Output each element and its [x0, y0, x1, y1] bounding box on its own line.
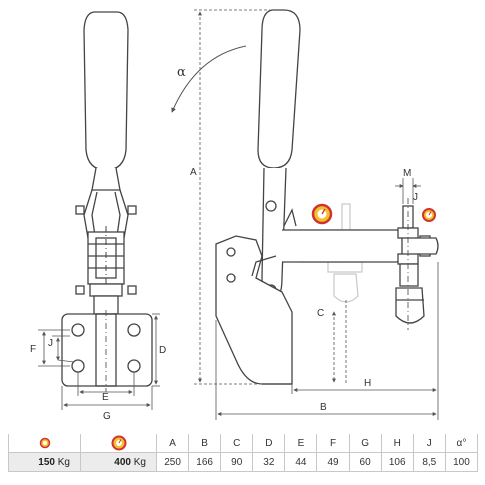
header-e: E [284, 434, 318, 453]
dim-label-e: E [102, 392, 109, 403]
dim-label-f: F [30, 344, 36, 355]
spec-values-row: 150 Kg 400 Kg 250 166 90 32 44 49 60 106… [8, 452, 479, 472]
value-j: 8,5 [412, 452, 446, 472]
gauge-large-icon [111, 435, 126, 451]
header-g: G [348, 434, 382, 453]
front-pin-lower [75, 285, 85, 295]
alpha-label: α [177, 65, 186, 80]
header-f: F [316, 434, 350, 453]
header-b: B [188, 434, 222, 453]
side-spindle-pad [395, 287, 425, 324]
value-a: 250 [155, 452, 190, 472]
value-force-large: 400 Kg [80, 452, 157, 472]
spec-header-row: A B C D E F G H J α° [8, 434, 479, 453]
front-collar [89, 283, 123, 297]
gauge-small-icon [422, 208, 436, 222]
value-force-small: 150 Kg [8, 452, 81, 472]
clamp-technical-drawing: G E D F J [30, 9, 439, 422]
header-h: H [380, 434, 414, 453]
side-pivot-upper [265, 200, 277, 212]
dim-label-j-top: J [413, 192, 418, 203]
value-g: 60 [348, 452, 382, 472]
dim-label-g: G [103, 411, 111, 422]
spec-table: A B C D E F G H J α° 150 Kg 400 Kg 250 1… [8, 434, 479, 472]
front-pin-upper [75, 205, 85, 215]
side-body-bracket [215, 235, 293, 385]
front-view [61, 11, 153, 392]
side-clamp-arm [282, 229, 403, 263]
dim-label-b: B [320, 402, 327, 413]
front-handle-grip [83, 11, 129, 171]
force-small-number: 150 [38, 456, 55, 468]
header-j: J [412, 434, 446, 453]
dim-label-h: H [364, 378, 371, 389]
side-body-hole-2 [226, 273, 236, 283]
value-e: 44 [284, 452, 318, 472]
value-f: 49 [316, 452, 350, 472]
value-b: 166 [188, 452, 222, 472]
force-large-number: 400 [114, 456, 131, 468]
front-hole-tl [71, 323, 85, 337]
value-alpha: 100 [444, 452, 479, 472]
dim-label-c: C [317, 308, 324, 319]
side-handle-grip [257, 9, 301, 169]
side-body-hole-1 [226, 247, 236, 257]
dim-label-m: M [403, 168, 411, 179]
front-link-arms [83, 189, 129, 239]
header-force-large [80, 434, 157, 453]
header-force-small [8, 434, 81, 453]
force-large-unit: Kg [133, 456, 146, 468]
gauge-large-icon [311, 203, 333, 225]
side-dimensions [194, 9, 439, 420]
gauge-small-icon [39, 437, 50, 449]
front-handle-neck [91, 167, 121, 191]
header-d: D [252, 434, 286, 453]
dim-label-a: A [190, 167, 197, 178]
alpha-arc [171, 45, 247, 113]
front-hole-tr [127, 323, 141, 337]
header-c: C [220, 434, 254, 453]
dim-label-j-left: J [48, 338, 53, 349]
value-h: 106 [380, 452, 414, 472]
value-d: 32 [252, 452, 286, 472]
value-c: 90 [220, 452, 254, 472]
header-alpha: α° [444, 434, 479, 453]
header-a: A [155, 434, 190, 453]
force-small-unit: Kg [57, 456, 70, 468]
dim-label-d: D [159, 345, 166, 356]
front-dimensions [38, 313, 160, 410]
side-view [215, 9, 439, 385]
